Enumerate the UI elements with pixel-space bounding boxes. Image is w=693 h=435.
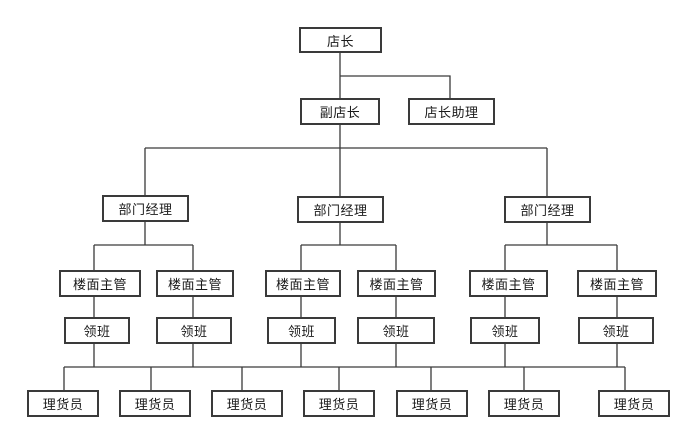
connector-dept-2 <box>300 222 397 318</box>
stock-clerk-box-5: 理货员 <box>396 390 468 417</box>
stock-clerk-box-3: 理货员 <box>211 390 283 417</box>
connector-dept-3 <box>504 222 618 318</box>
connector-dept-1 <box>93 221 194 318</box>
floor-supervisor-box-5: 楼面主管 <box>469 270 548 297</box>
floor-supervisor-box-6: 楼面主管 <box>577 270 657 297</box>
store-manager-box: 店长 <box>299 27 382 53</box>
connector-deputy <box>144 124 548 197</box>
stock-clerk-box-7: 理货员 <box>598 390 670 417</box>
team-lead-box-5: 领班 <box>470 317 540 344</box>
stock-clerk-box-2: 理货员 <box>119 390 191 417</box>
department-manager-box-3: 部门经理 <box>504 196 591 223</box>
stock-clerk-box-1: 理货员 <box>27 390 99 417</box>
stock-clerk-box-6: 理货员 <box>488 390 560 417</box>
team-lead-box-1: 领班 <box>64 317 130 344</box>
department-manager-box-1: 部门经理 <box>102 195 189 222</box>
team-lead-box-2: 领班 <box>156 317 232 344</box>
department-manager-box-2: 部门经理 <box>297 196 384 223</box>
team-lead-box-4: 领班 <box>357 317 435 344</box>
floor-supervisor-box-3: 楼面主管 <box>265 270 341 297</box>
deputy-manager-box: 副店长 <box>300 98 380 125</box>
team-lead-box-3: 领班 <box>267 317 336 344</box>
connector-clerks <box>63 343 626 391</box>
floor-supervisor-box-2: 楼面主管 <box>156 270 234 297</box>
assistant-manager-box: 店长助理 <box>408 98 495 125</box>
team-lead-box-6: 领班 <box>578 317 654 344</box>
connector-store-manager <box>339 52 451 100</box>
floor-supervisor-box-4: 楼面主管 <box>357 270 436 297</box>
stock-clerk-box-4: 理货员 <box>303 390 375 417</box>
floor-supervisor-box-1: 楼面主管 <box>59 270 141 297</box>
